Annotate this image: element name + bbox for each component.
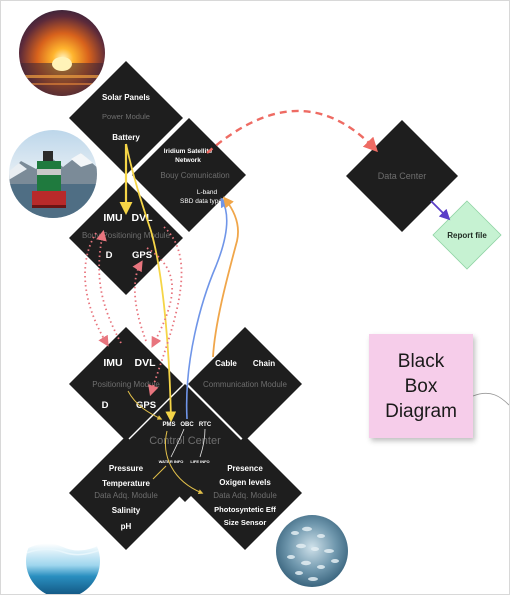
buoy-dvl-label: DVL: [132, 212, 154, 224]
ph-label: pH: [121, 522, 132, 531]
buoy-dvl-to-positioning-gps-dotted[interactable]: [148, 226, 183, 397]
sunset-photo: [19, 10, 105, 96]
network-label: Network: [175, 157, 201, 164]
positioning-dvl-label: DVL: [135, 357, 157, 369]
buoy-d-label: D: [106, 250, 113, 261]
cable-to-buoy-comm-blue-line[interactable]: [185, 197, 230, 420]
cable-label: Cable: [215, 359, 237, 368]
water-info-label: WATER INFO: [159, 459, 184, 464]
water-info-to-temperature-thin[interactable]: [152, 465, 167, 480]
temperature-label: Temperature: [102, 479, 150, 488]
buoy-photo: [9, 130, 97, 218]
data-acquisition-right-node[interactable]: Presence Oxigen levels Data Adq. Module …: [188, 436, 302, 550]
oxygen-levels-label: Oxigen levels: [219, 478, 271, 487]
positioning-node[interactable]: IMU DVL Positioning Module D GPS: [69, 327, 183, 441]
control-center-label: Control Center: [149, 435, 221, 447]
buoy-positioning-module-label: Bouy Positioning Module: [82, 231, 171, 240]
salinity-label: Salinity: [112, 506, 141, 515]
life-info-label: LIFE INFO: [190, 459, 209, 464]
rtc-label: RTC: [199, 422, 212, 428]
pressure-label: Pressure: [109, 464, 144, 473]
chain-label: Chain: [253, 359, 275, 368]
battery-label: Battery: [112, 133, 140, 142]
communication-module-node[interactable]: Cable Chain Communication Module: [188, 327, 302, 441]
data-center-label: Data Center: [378, 171, 427, 181]
satellite-to-datacenter-arrow[interactable]: [206, 109, 378, 154]
size-sensor-label: Size Sensor: [224, 518, 267, 527]
iridium-satellite-label: Iridium Satellite: [164, 148, 213, 155]
presence-label: Presence: [227, 464, 263, 473]
fish-school-photo: [276, 515, 348, 587]
obc-label: OBC: [180, 422, 194, 428]
buoy-imu-label: IMU: [103, 212, 122, 224]
positioning-module-label: Positioning Module: [92, 380, 160, 389]
connector-curve-offscreen[interactable]: [472, 392, 509, 406]
ocean-wave-photo: [26, 524, 100, 594]
cable-to-buoy-comm-orange-line[interactable]: [212, 196, 239, 358]
obc-to-water-info-thin[interactable]: [170, 428, 185, 458]
buoy-gps-label: GPS: [132, 250, 152, 261]
report-file-node[interactable]: Report file: [432, 200, 502, 270]
power-module-label: Power Module: [102, 112, 150, 121]
datacenter-to-report-arrow[interactable]: [430, 200, 451, 221]
positioning-dvl-to-buoy-gps-dotted[interactable]: [132, 260, 147, 342]
data-acq-left-module-label: Data Adq. Module: [94, 491, 158, 500]
buoy-gps-to-positioning-dvl-dotted[interactable]: [146, 247, 174, 348]
data-acquisition-left-node[interactable]: Pressure Temperature Data Adq. Module Sa…: [69, 436, 183, 550]
data-acq-right-module-label: Data Adq. Module: [213, 491, 277, 500]
communication-module-label: Communication Module: [203, 380, 288, 389]
gps-to-pms-thin[interactable]: [127, 390, 163, 420]
pms-label: PMS: [162, 422, 175, 428]
solar-panels-label: Solar Panels: [102, 93, 151, 102]
battery-to-pms-line[interactable]: [125, 143, 177, 423]
power-module-node[interactable]: Solar Panels Power Module Battery: [69, 61, 183, 175]
positioning-gps-label: GPS: [136, 400, 156, 411]
buoy-communication-node[interactable]: Iridium Satellite Network Bouy Comunicat…: [132, 118, 246, 232]
buoy-communication-module-label: Bouy Comunication: [160, 171, 229, 180]
positioning-imu-label: IMU: [103, 357, 122, 369]
sticky-note-text: Black Box Diagram: [385, 350, 457, 422]
rtc-to-life-info-thin[interactable]: [199, 428, 206, 458]
black-box-diagram-sticky-note[interactable]: Black Box Diagram: [369, 334, 473, 438]
positioning-d-label: D: [102, 400, 109, 411]
photosynthetic-label: Photosyntetic Eff: [214, 505, 276, 514]
report-file-label: Report file: [447, 231, 487, 240]
l-band-label: L-band: [197, 189, 218, 196]
pms-to-data-acq-thin[interactable]: [165, 430, 204, 494]
sbd-data-type-label: SBD data type: [180, 198, 222, 205]
